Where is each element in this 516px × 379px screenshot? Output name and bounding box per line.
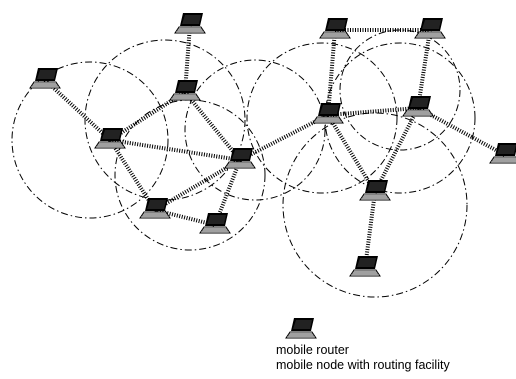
coverage-circle bbox=[246, 42, 398, 194]
coverage-circle bbox=[114, 99, 266, 251]
coverage-circle bbox=[339, 29, 461, 151]
laptop-icon bbox=[199, 212, 231, 234]
coverage-circle bbox=[282, 112, 468, 298]
laptop-icon bbox=[139, 197, 171, 219]
laptop-icon bbox=[174, 12, 206, 34]
wireless-link bbox=[109, 138, 241, 162]
coverage-circle bbox=[184, 59, 326, 201]
laptop-icon bbox=[359, 179, 391, 201]
laptop-icon bbox=[489, 142, 516, 164]
laptop-icon bbox=[29, 67, 61, 89]
laptop-icon bbox=[94, 127, 126, 149]
wireless-link bbox=[183, 90, 242, 162]
laptop-icon bbox=[169, 79, 201, 101]
laptop-icon bbox=[349, 255, 381, 277]
wireless-link bbox=[326, 113, 377, 194]
coverage-circle bbox=[84, 39, 246, 201]
laptop-icon bbox=[414, 17, 446, 39]
wireless-link bbox=[416, 29, 432, 109]
network-nodes bbox=[29, 12, 516, 277]
wireless-link bbox=[43, 78, 112, 142]
wireless-link bbox=[373, 107, 420, 193]
legend-label-mobile-router: mobile router bbox=[276, 343, 349, 357]
coverage-circle bbox=[11, 61, 169, 219]
legend-laptop-icon bbox=[285, 317, 317, 339]
laptop-icon bbox=[402, 95, 434, 117]
wireless-link bbox=[363, 191, 377, 269]
wireless-link bbox=[326, 29, 337, 116]
laptop-icon bbox=[319, 17, 351, 39]
legend-label-mobile-node: mobile node with routing facility bbox=[276, 358, 450, 372]
wireless-link bbox=[327, 106, 419, 117]
laptop-icon bbox=[312, 102, 344, 124]
